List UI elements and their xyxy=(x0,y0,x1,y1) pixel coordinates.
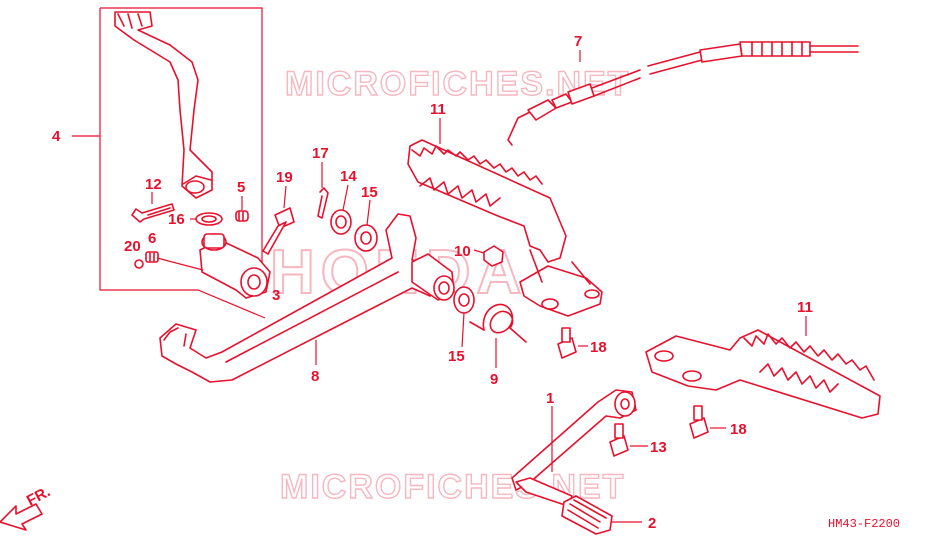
callout-11-upper: 11 xyxy=(430,101,446,118)
callout-13: 13 xyxy=(650,439,667,456)
brake-cable-7 xyxy=(507,41,859,146)
callout-2: 2 xyxy=(648,515,656,532)
kick-starter-spindle xyxy=(199,233,271,299)
step-11-upper xyxy=(407,118,603,317)
bolt-18-upper xyxy=(557,327,577,359)
pin-6 xyxy=(145,251,159,263)
kick-starter-group-bracket xyxy=(72,7,266,319)
seal-15-upper xyxy=(354,224,378,252)
kick-starter-arm xyxy=(114,11,213,199)
bolt-18-lower xyxy=(689,405,709,439)
callout-14: 14 xyxy=(340,168,357,185)
callout-16: 16 xyxy=(168,211,185,228)
callout-19: 19 xyxy=(276,169,293,186)
callout-11-lower: 11 xyxy=(797,299,813,316)
callout-18-lower: 18 xyxy=(730,421,747,438)
cap-nut-10 xyxy=(483,245,504,267)
brake-pedal-8 xyxy=(159,213,455,383)
callout-20: 20 xyxy=(124,238,141,255)
callout-12: 12 xyxy=(145,176,162,193)
callout-7: 7 xyxy=(574,33,582,50)
callout-8: 8 xyxy=(311,368,319,385)
shift-rubber-2 xyxy=(561,495,642,535)
drawing-code: HM43-F2200 xyxy=(828,517,900,531)
ball-20 xyxy=(134,259,144,269)
return-spring-9 xyxy=(469,303,527,368)
bolt-13 xyxy=(609,423,629,457)
callout-9: 9 xyxy=(490,371,498,388)
callout-3: 3 xyxy=(272,287,280,304)
callout-1: 1 xyxy=(546,390,554,407)
washer-16 xyxy=(195,212,223,226)
callout-5: 5 xyxy=(237,179,245,196)
bolt-19 xyxy=(262,207,295,255)
washer-14 xyxy=(330,209,352,235)
spring-pin-5 xyxy=(235,210,249,222)
direction-label: FR. xyxy=(24,483,53,509)
callout-17: 17 xyxy=(312,145,329,162)
callout-15-upper: 15 xyxy=(361,184,378,201)
callout-4: 4 xyxy=(52,128,61,145)
step-11-lower xyxy=(645,316,881,419)
callout-6: 6 xyxy=(148,230,156,247)
front-direction-arrow: FR. xyxy=(0,483,53,531)
bolt-12 xyxy=(131,203,175,223)
gearshift-pedal-1 xyxy=(511,389,637,507)
callout-10: 10 xyxy=(454,243,471,260)
seal-15-lower xyxy=(453,286,475,314)
callouts: 4 12 5 16 20 6 3 19 17 14 15 8 10 15 9 7… xyxy=(52,33,813,532)
cotter-pin-17 xyxy=(317,187,329,219)
callout-15-lower: 15 xyxy=(448,348,465,365)
callout-18-upper: 18 xyxy=(590,339,607,356)
